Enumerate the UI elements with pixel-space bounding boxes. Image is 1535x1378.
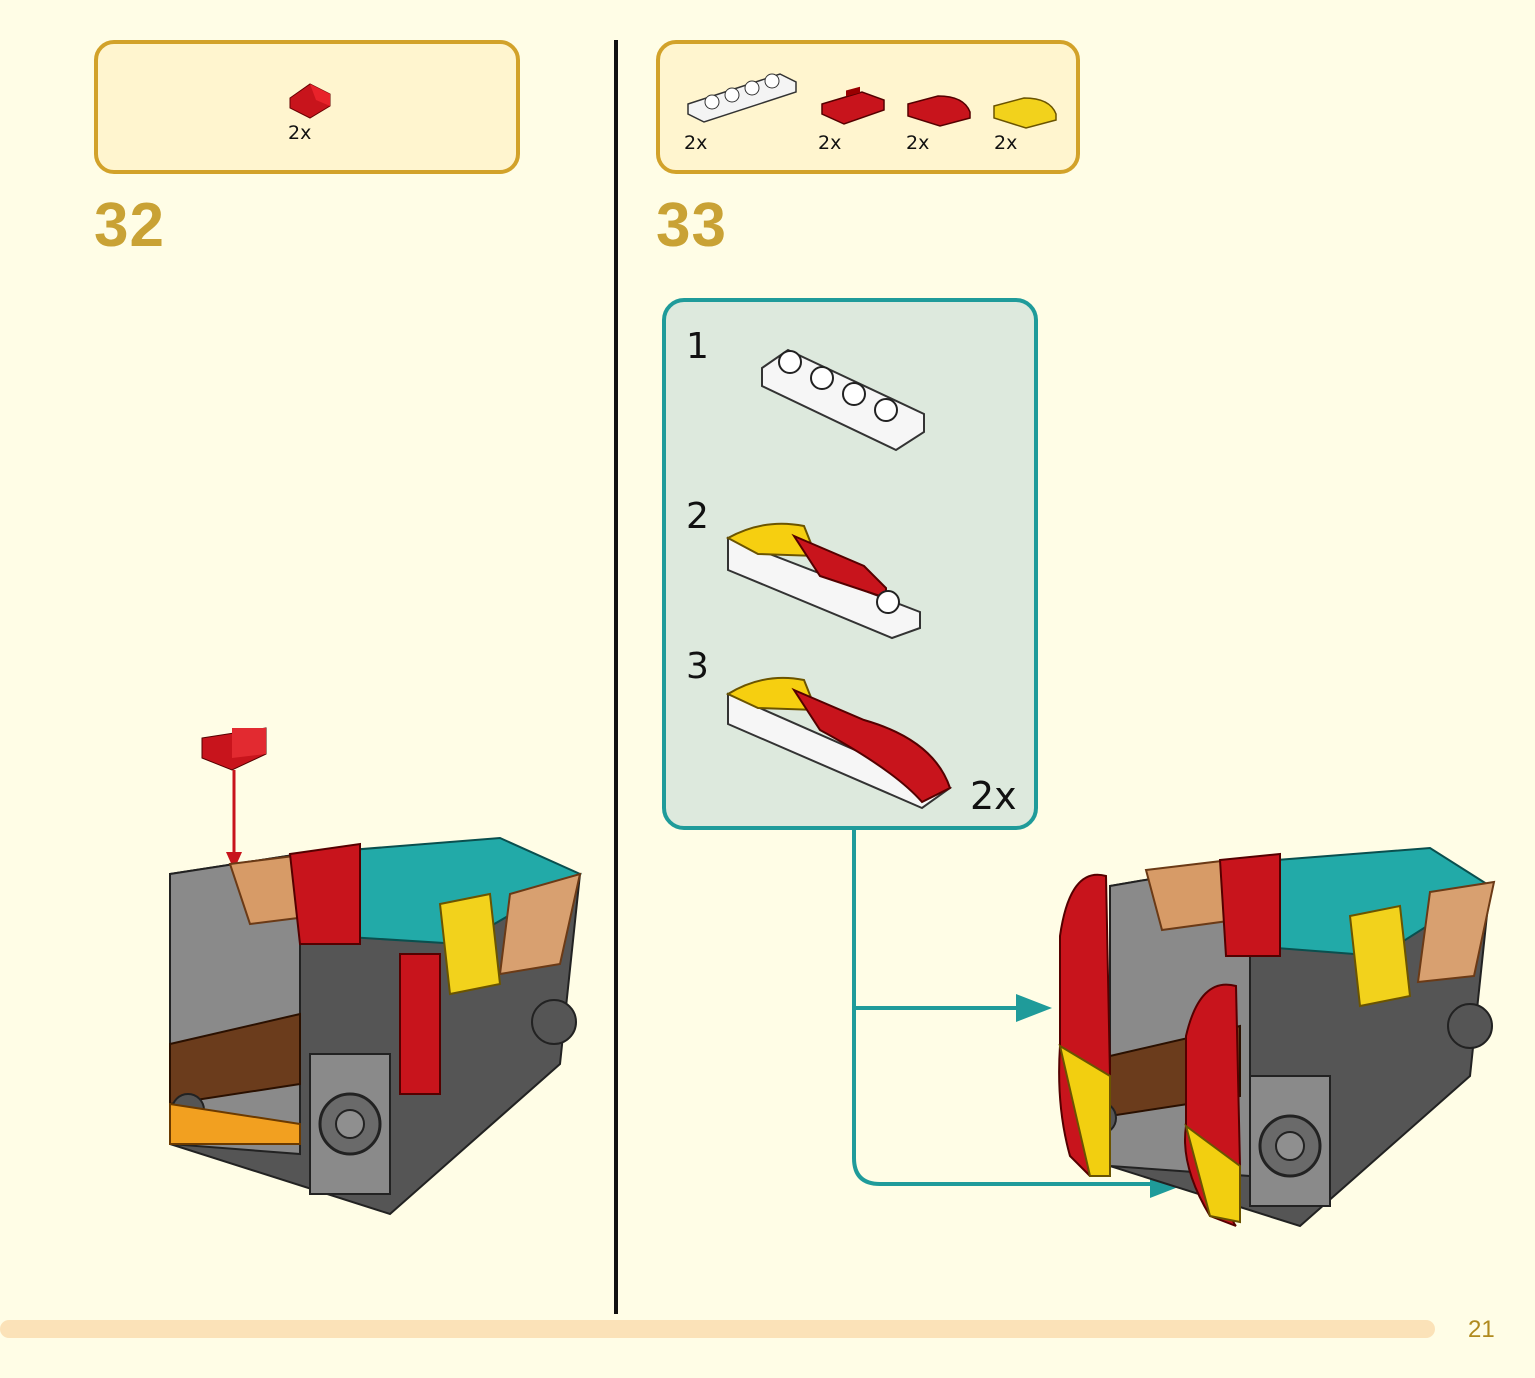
red-tile-grille-icon xyxy=(821,86,885,125)
partial-subassembly-icon xyxy=(725,522,921,640)
assembly-model-step-33 xyxy=(1058,846,1496,1228)
white-plate-1x4-icon xyxy=(761,348,925,452)
red-curved-slope-icon xyxy=(907,95,971,127)
progress-bar xyxy=(0,1320,1435,1338)
subassembly-callout: 1 2 3 2x xyxy=(662,298,1038,830)
part-qty: 2x xyxy=(994,132,1018,154)
step-number-32: 32 xyxy=(94,191,165,260)
part-qty: 2x xyxy=(906,132,930,154)
substep-number-2: 2 xyxy=(686,496,709,537)
substep-number-3: 3 xyxy=(686,646,709,687)
subassembly-qty: 2x xyxy=(970,774,1017,818)
parts-callout-step-33: 2x 2x 2x 2x xyxy=(656,40,1080,174)
substep-number-1: 1 xyxy=(686,326,709,367)
page-number: 21 xyxy=(1468,1316,1495,1343)
white-plate-1x4-icon xyxy=(687,73,797,123)
step-number-33: 33 xyxy=(656,191,727,260)
parts-callout-step-32: 2x xyxy=(94,40,520,174)
assembly-model-step-32 xyxy=(169,727,583,1216)
arrow-head-icon xyxy=(1016,994,1052,1022)
yellow-curved-slope-icon xyxy=(993,97,1057,129)
part-qty: 2x xyxy=(288,122,312,144)
arrow-head-icon xyxy=(226,852,242,870)
page-divider xyxy=(614,40,618,1314)
red-slope-brick-icon xyxy=(289,83,331,119)
part-qty: 2x xyxy=(818,132,842,154)
part-qty: 2x xyxy=(684,132,708,154)
red-slope-brick-icon xyxy=(201,727,267,771)
completed-subassembly-icon xyxy=(725,676,953,810)
